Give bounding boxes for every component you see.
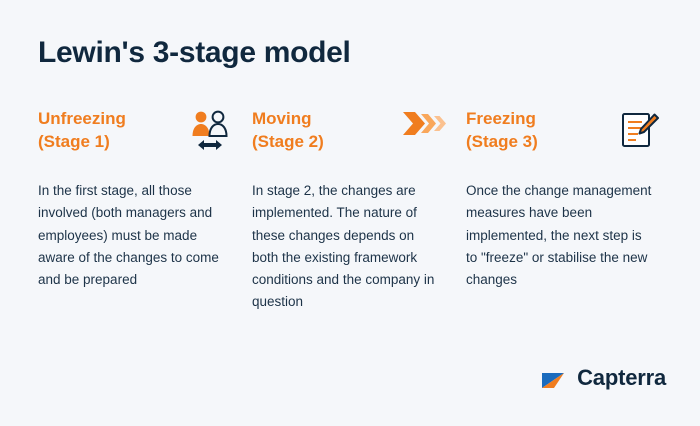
stage-3-title: Freezing (Stage 3)	[466, 108, 538, 154]
stage-3-header: Freezing (Stage 3)	[466, 108, 666, 164]
stage-2-header: Moving (Stage 2)	[252, 108, 452, 164]
stage-column-1: Unfreezing (Stage 1) In the first stage,…	[38, 108, 238, 314]
stage-1-icon-wrap	[186, 108, 238, 154]
stage-1-body: In the first stage, all those involved (…	[38, 183, 219, 288]
stage-1-title: Unfreezing (Stage 1)	[38, 108, 126, 154]
stage-2-title-line2: (Stage 2)	[252, 131, 324, 151]
two-people-arrow-icon	[192, 110, 228, 150]
stage-1-title-line2: (Stage 1)	[38, 131, 110, 151]
stage-3-icon-wrap	[614, 108, 666, 154]
stage-2-title: Moving (Stage 2)	[252, 108, 324, 154]
stage-column-3: Freezing (Stage 3) Once the change manag…	[466, 108, 666, 314]
stage-column-2: Moving (Stage 2) In stage 2, the changes…	[252, 108, 452, 314]
stage-1-title-line1: Unfreezing	[38, 109, 126, 128]
brand-name: Capterra	[577, 365, 666, 390]
capterra-arrow-logo	[542, 373, 565, 388]
stage-2-title-line1: Moving	[252, 109, 312, 128]
stage-3-body: Once the change management measures have…	[466, 183, 652, 288]
chevrons-right-icon	[403, 112, 446, 135]
stage-2-icon-wrap	[400, 108, 452, 154]
stage-1-header: Unfreezing (Stage 1)	[38, 108, 238, 164]
stage-3-title-line2: (Stage 3)	[466, 131, 538, 151]
stages-container: Unfreezing (Stage 1) In the first stage,…	[38, 108, 666, 314]
page-title: Lewin's 3-stage model	[38, 36, 351, 69]
stage-2-body: In stage 2, the changes are implemented.…	[252, 183, 435, 310]
capterra-logo: Capterra	[540, 364, 666, 392]
document-pencil-icon	[622, 113, 659, 147]
stage-3-title-line1: Freezing	[466, 109, 536, 128]
